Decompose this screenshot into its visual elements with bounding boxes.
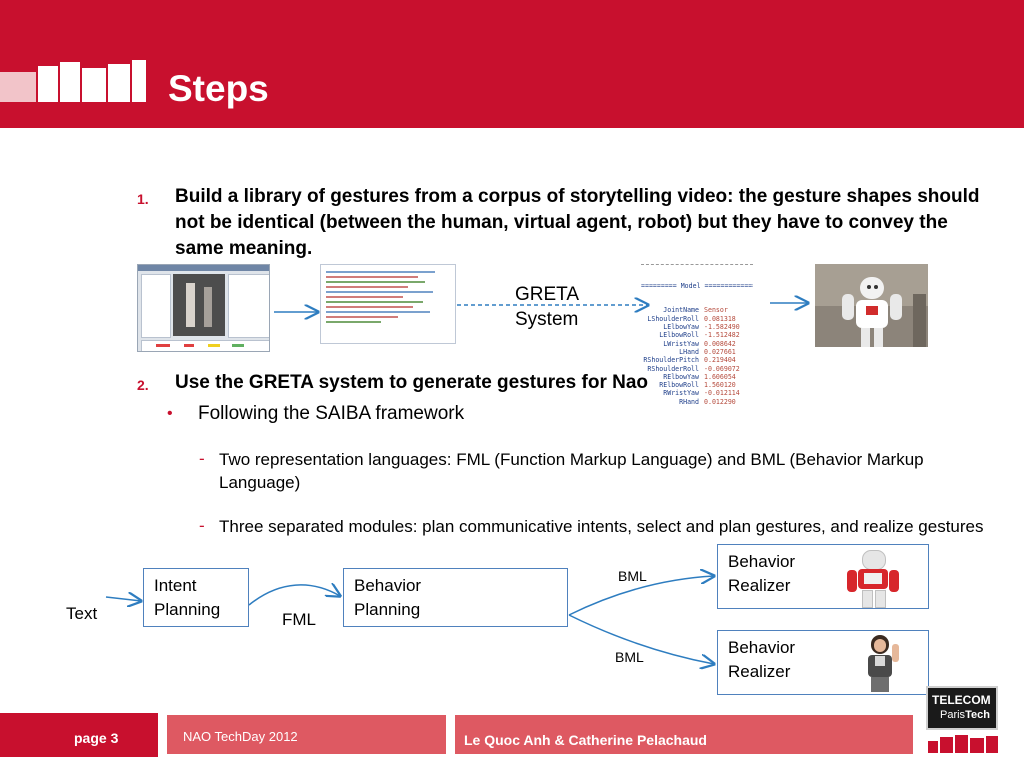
- dash-icon: -: [199, 516, 205, 535]
- joint-table-row: LElbowYaw-1.582490: [663, 323, 740, 332]
- authors: Le Quoc Anh & Catherine Pelachaud: [464, 732, 707, 748]
- step-2-number: 2.: [137, 377, 149, 393]
- saiba-bullet-text: Following the SAIBA framework: [198, 403, 465, 424]
- step-1-number: 1.: [137, 191, 149, 207]
- subitem-modules: Three separated modules: plan communicat…: [219, 517, 984, 536]
- event-name: NAO TechDay 2012: [183, 729, 298, 744]
- text-input-label: Text: [66, 604, 98, 623]
- behavior-realizer-top-label: Behavior Realizer: [728, 552, 796, 595]
- joint-table-header: ========= Model ================: [641, 281, 753, 290]
- behavior-realizer-bottom-label: Behavior Realizer: [728, 638, 796, 681]
- telecom-paristech-logo: TELECOM ParisTech: [926, 686, 998, 730]
- nao-robot-icon: [844, 548, 902, 608]
- greta-system-label: GRETA System: [515, 284, 579, 330]
- institut-mines-telecom-footer-logo: [928, 735, 998, 753]
- arrow-bml-bottom: [568, 614, 714, 664]
- gesture-xml-snippet: [320, 264, 456, 344]
- authors-tab: Le Quoc Anh & Catherine Pelachaud: [455, 715, 913, 754]
- joint-table-row: RShoulderRoll-0.069072: [647, 364, 740, 373]
- arrow-bml-top: [568, 576, 714, 616]
- step-2-text: Use the GRETA system to generate gesture…: [175, 372, 649, 393]
- arrow-intent-to-behavior-planning: [248, 585, 340, 606]
- intent-planning-label: Intent Planning: [154, 576, 221, 619]
- fml-label: FML: [282, 610, 316, 629]
- logo-paris: Paris: [940, 709, 966, 721]
- virtual-agent-greta-icon: [856, 634, 906, 694]
- page-title: Steps: [168, 68, 269, 109]
- joint-table-row: RWristYaw-0.012114: [663, 389, 740, 398]
- behavior-planning-box: Behavior Planning: [343, 568, 568, 627]
- arrow-text-to-intent: [105, 597, 141, 601]
- intent-planning-box: Intent Planning: [143, 568, 249, 627]
- joint-table-row: LElbowRoll-1.512482: [659, 331, 740, 340]
- bullet-icon: •: [167, 405, 173, 422]
- saiba-diagram-connectors: [105, 560, 1024, 710]
- bml-label-bottom: BML: [615, 649, 644, 665]
- step-1-text: Build a library of gestures from a corpu…: [175, 186, 980, 259]
- page-number-tab: page 3: [0, 713, 158, 757]
- behavior-planning-label: Behavior Planning: [354, 576, 422, 619]
- subitem-languages: Two representation languages: FML (Funct…: [219, 450, 924, 492]
- behavior-realizer-robot-box: Behavior Realizer: [717, 544, 929, 609]
- dash-icon: -: [199, 449, 205, 468]
- telecom-logo-line1: TELECOM: [932, 693, 991, 707]
- video-annotation-screenshot: [137, 264, 270, 352]
- institut-mines-telecom-logo: [0, 60, 146, 102]
- behavior-realizer-agent-box: Behavior Realizer: [717, 630, 929, 695]
- footer: page 3 NAO TechDay 2012 Le Quoc Anh & Ca…: [0, 686, 1024, 768]
- joint-values-table: ========= Model ================ JointNa…: [641, 264, 753, 414]
- bml-label-top: BML: [618, 568, 647, 584]
- logo-tech: Tech: [965, 709, 990, 721]
- page-number: page 3: [74, 730, 119, 746]
- telecom-logo-line2: ParisTech: [940, 709, 990, 721]
- nao-robot-photo: [815, 264, 928, 347]
- header-bar: Steps: [0, 0, 1024, 128]
- pipeline-arrows: [274, 250, 1024, 370]
- event-name-tab: NAO TechDay 2012: [167, 715, 446, 754]
